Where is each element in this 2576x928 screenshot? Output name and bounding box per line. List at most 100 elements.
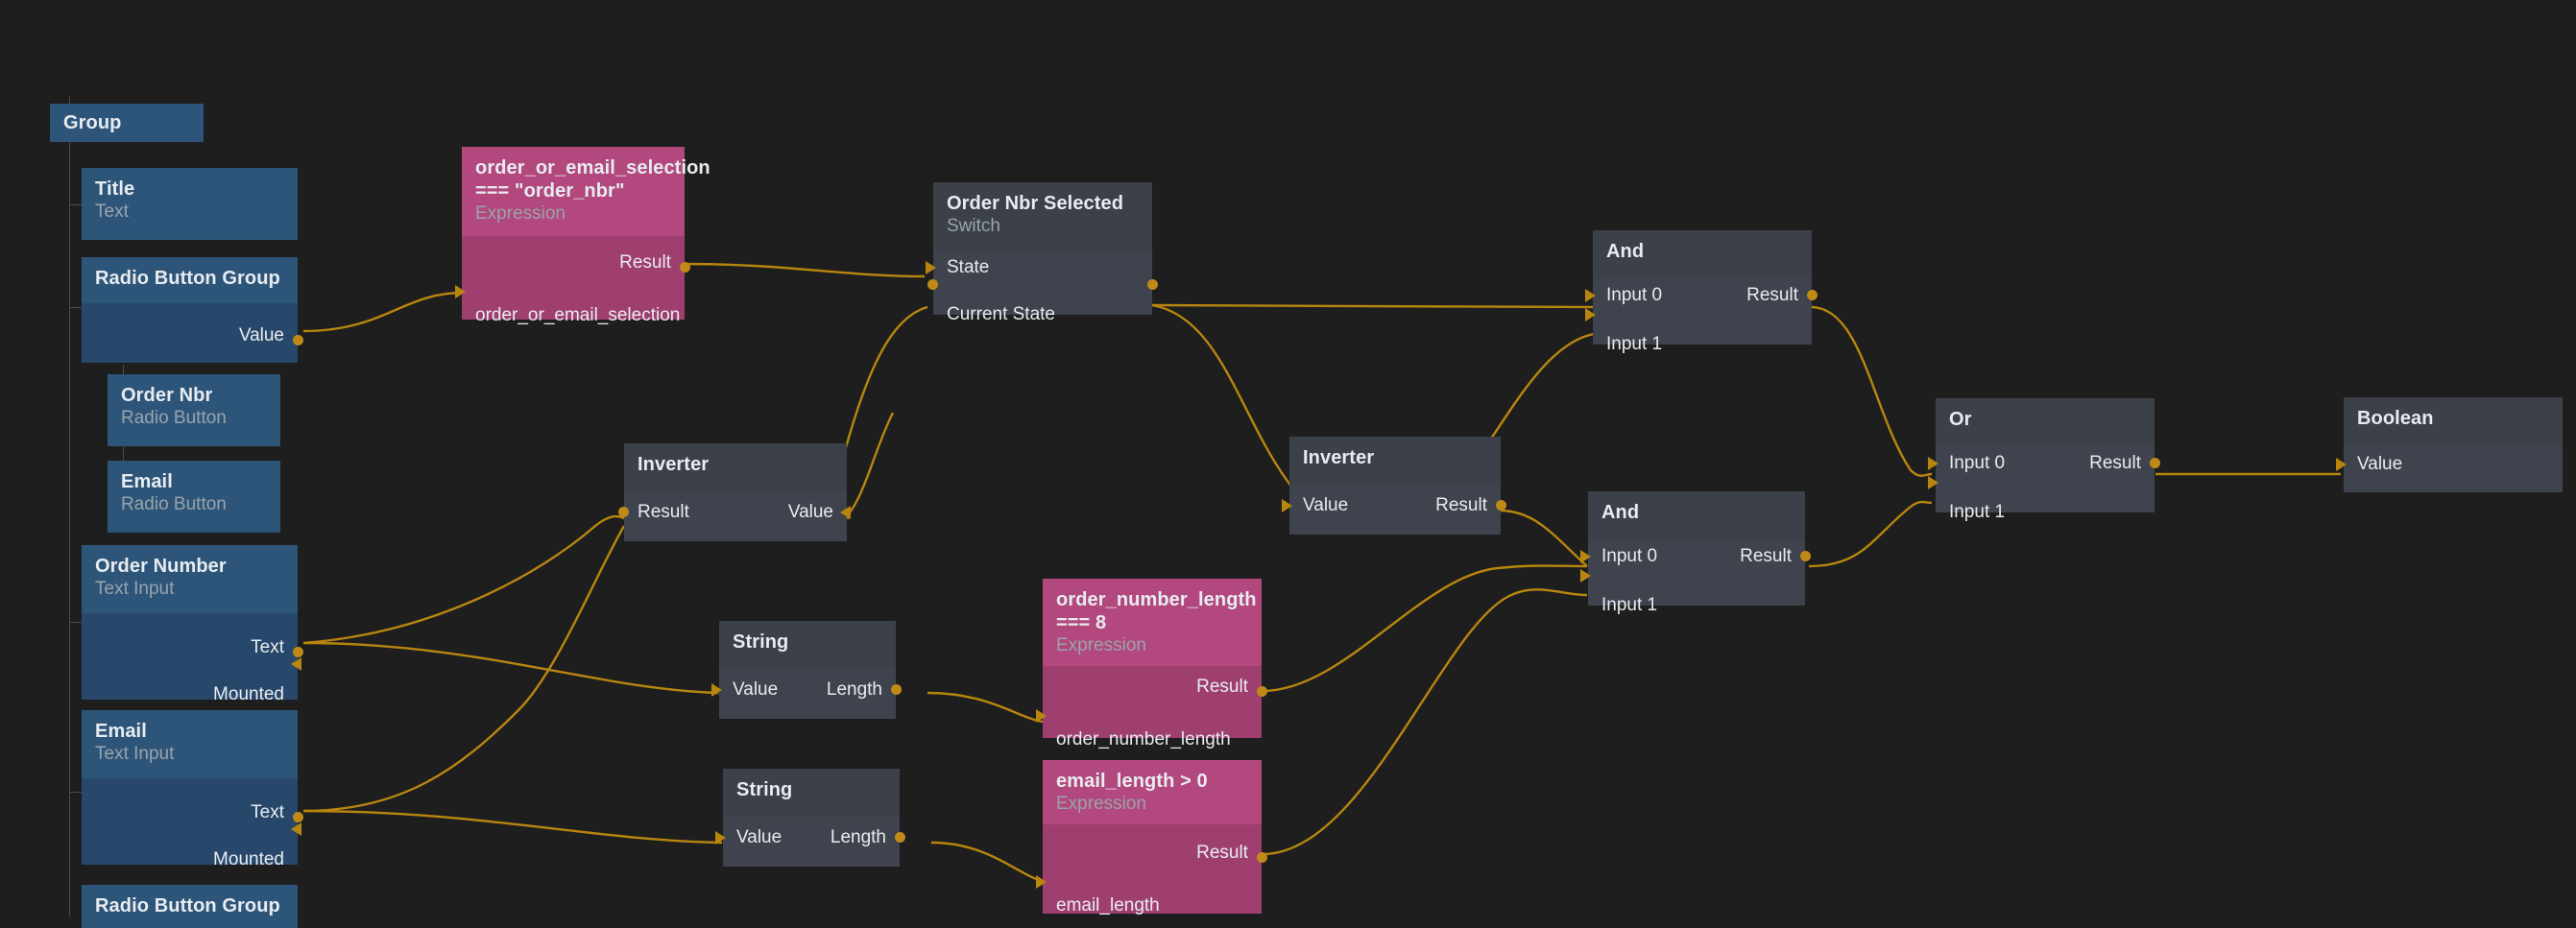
port-row-expr1-variable[interactable]: order_or_email_selection: [462, 300, 685, 330]
node-radio-button-group-1-header: Radio Button Group: [82, 257, 298, 303]
node-radio-button-group-2-header: Radio Button Group: [82, 885, 298, 927]
port-row-string2-ports[interactable]: Value Length: [723, 822, 900, 852]
node-expression-order-or-email-title-line2: === "order_nbr": [475, 180, 625, 202]
port-arrow-boolean1-value[interactable]: [2336, 458, 2347, 471]
port-arrow-or1-input1[interactable]: [1928, 476, 1938, 489]
port-row-mounted-in[interactable]: Mounted: [82, 679, 298, 709]
port-row-email-mounted-in[interactable]: Mounted: [82, 845, 298, 874]
port-row-email-text-out[interactable]: Text: [82, 797, 298, 827]
port-label-boolean1-value: Value: [2357, 454, 2403, 474]
port-dot-inverter2-result[interactable]: [1496, 500, 1506, 511]
port-row-and1-input1[interactable]: Input 1: [1593, 329, 1812, 359]
port-dot-string1-length[interactable]: [891, 684, 902, 695]
port-dot-expr1-result[interactable]: [680, 262, 690, 273]
port-dot-ordernumber-text[interactable]: [293, 647, 303, 657]
port-row-expr3-result[interactable]: Result: [1043, 838, 1262, 868]
port-dot-email-text[interactable]: [293, 812, 303, 822]
node-or-1[interactable]: Or Input 0 Result Input 1: [1928, 398, 2160, 522]
port-row-and1-input0[interactable]: Input 0 Result: [1593, 280, 1812, 310]
node-inverter-2[interactable]: Inverter Value Result: [1282, 437, 1506, 540]
node-inverter-2-title: Inverter: [1303, 447, 1375, 468]
port-row-expr1-result[interactable]: Result: [462, 248, 685, 277]
node-email-radio-header: Email Radio Button: [108, 461, 280, 525]
port-arrow-or1-input0[interactable]: [1928, 457, 1938, 470]
port-arrow-expr1-variable[interactable]: [455, 285, 466, 298]
node-title-text[interactable]: Title Text: [82, 168, 298, 240]
port-arrow-and2-input1[interactable]: [1580, 569, 1591, 583]
port-row-switch-state[interactable]: State: [933, 252, 1152, 282]
port-dot-or1-result[interactable]: [2150, 458, 2160, 468]
port-row-text-out[interactable]: Text: [82, 632, 298, 662]
node-boolean-1-body: Value: [2336, 445, 2563, 492]
wire-ordernumber-to-string1: [302, 641, 719, 695]
node-email-radio[interactable]: Email Radio Button: [108, 461, 280, 533]
port-row-and2-input0[interactable]: Input 0 Result: [1588, 541, 1805, 571]
port-dot-inverter1-result[interactable]: [618, 507, 629, 517]
port-arrow-email-mounted[interactable]: [291, 822, 301, 836]
node-expr-ordnumlen-title-line1: order_number_length: [1056, 589, 1257, 610]
port-row-or1-input1[interactable]: Input 1: [1936, 497, 2155, 527]
port-row-boolean1-value[interactable]: Value: [2344, 449, 2563, 479]
port-row-expr2-variable[interactable]: order_number_length: [1043, 725, 1262, 754]
node-radio-button-group-1-body: Value: [82, 303, 303, 363]
node-switch-subtitle: Switch: [947, 216, 1000, 236]
port-row-expr2-result[interactable]: Result: [1043, 672, 1262, 702]
node-expression-email-length[interactable]: email_length > 0 Expression Result email…: [1036, 760, 1267, 916]
port-dot-expr2-result[interactable]: [1257, 686, 1267, 697]
port-label-and1-input1: Input 1: [1606, 334, 1663, 354]
port-row-and2-input1[interactable]: Input 1: [1588, 590, 1805, 620]
node-and-1-title: And: [1606, 241, 1645, 262]
port-arrow-expr2-variable[interactable]: [1036, 709, 1047, 723]
port-row-value[interactable]: Value: [82, 321, 298, 350]
node-group[interactable]: Group: [50, 104, 204, 142]
port-row-expr3-variable[interactable]: email_length: [1043, 891, 1262, 920]
node-inverter-2-header: Inverter: [1289, 437, 1501, 485]
port-row-inverter1-result[interactable]: Result Value: [624, 497, 847, 527]
port-row-switch-current-state[interactable]: Current State: [933, 299, 1152, 329]
node-radio-button-group-2[interactable]: Radio Button Group: [82, 885, 298, 928]
port-arrow-and1-input1[interactable]: [1585, 308, 1596, 321]
node-switch-order-nbr-selected[interactable]: Order Nbr Selected Switch State Current …: [926, 182, 1158, 329]
node-order-number-input[interactable]: Order Number Text Input Text Mounted: [82, 545, 303, 713]
port-dot-switch-current-state[interactable]: [927, 279, 938, 290]
port-arrow-inverter2-value[interactable]: [1282, 499, 1292, 512]
port-arrow-and1-input0[interactable]: [1585, 289, 1596, 302]
port-arrow-string2-value[interactable]: [715, 831, 726, 845]
port-dot-radiogroup-value[interactable]: [293, 335, 303, 345]
port-dot-string2-length[interactable]: [895, 832, 905, 843]
port-arrow-string1-value[interactable]: [711, 683, 722, 697]
node-string-2[interactable]: String Value Length: [715, 769, 905, 872]
node-inverter-1[interactable]: Inverter Result Value: [618, 443, 851, 547]
node-boolean-1[interactable]: Boolean Value: [2336, 397, 2563, 498]
node-radio-button-group-1[interactable]: Radio Button Group Value: [82, 257, 303, 363]
node-expr-ordnumlen-header: order_number_length === 8 Expression: [1043, 579, 1262, 666]
port-arrow-and2-input0[interactable]: [1580, 550, 1591, 563]
port-label-or1-result: Result: [2089, 453, 2141, 473]
port-arrow-ordernumber-mounted[interactable]: [291, 657, 301, 671]
port-dot-switch-current-state-out[interactable]: [1147, 279, 1158, 290]
port-arrow-expr3-variable[interactable]: [1036, 875, 1047, 889]
port-row-inverter2-ports[interactable]: Value Result: [1289, 490, 1501, 520]
port-label-expr2-variable: order_number_length: [1056, 729, 1231, 750]
node-order-nbr-radio[interactable]: Order Nbr Radio Button: [108, 374, 280, 446]
node-string-1[interactable]: String Value Length: [711, 621, 902, 725]
node-expr-ordnumlen-title-line2: === 8: [1056, 612, 1107, 633]
port-row-or1-input0[interactable]: Input 0 Result: [1936, 448, 2155, 478]
port-dot-and2-result[interactable]: [1800, 551, 1811, 561]
node-and-2[interactable]: And Input 0 Result Input 1: [1580, 491, 1811, 615]
port-arrow-inverter1-value[interactable]: [840, 506, 851, 519]
port-arrow-switch-state[interactable]: [926, 261, 936, 274]
wire-email-to-left: [302, 525, 626, 813]
port-dot-and1-result[interactable]: [1807, 290, 1818, 300]
node-expression-order-or-email[interactable]: order_or_email_selection === "order_nbr"…: [455, 147, 710, 325]
node-expression-order-number-length[interactable]: order_number_length === 8 Expression Res…: [1036, 579, 1267, 750]
port-dot-expr3-result[interactable]: [1257, 852, 1267, 863]
node-string-2-body: Value Length: [715, 817, 905, 867]
node-string-2-header: String: [723, 769, 900, 817]
node-and-1[interactable]: And Input 0 Result Input 1: [1585, 230, 1818, 354]
port-row-string1-ports[interactable]: Value Length: [719, 675, 896, 704]
wire-exprlen-to-and2-input0: [1262, 564, 1588, 693]
node-email-input[interactable]: Email Text Input Text Mounted: [82, 710, 303, 878]
